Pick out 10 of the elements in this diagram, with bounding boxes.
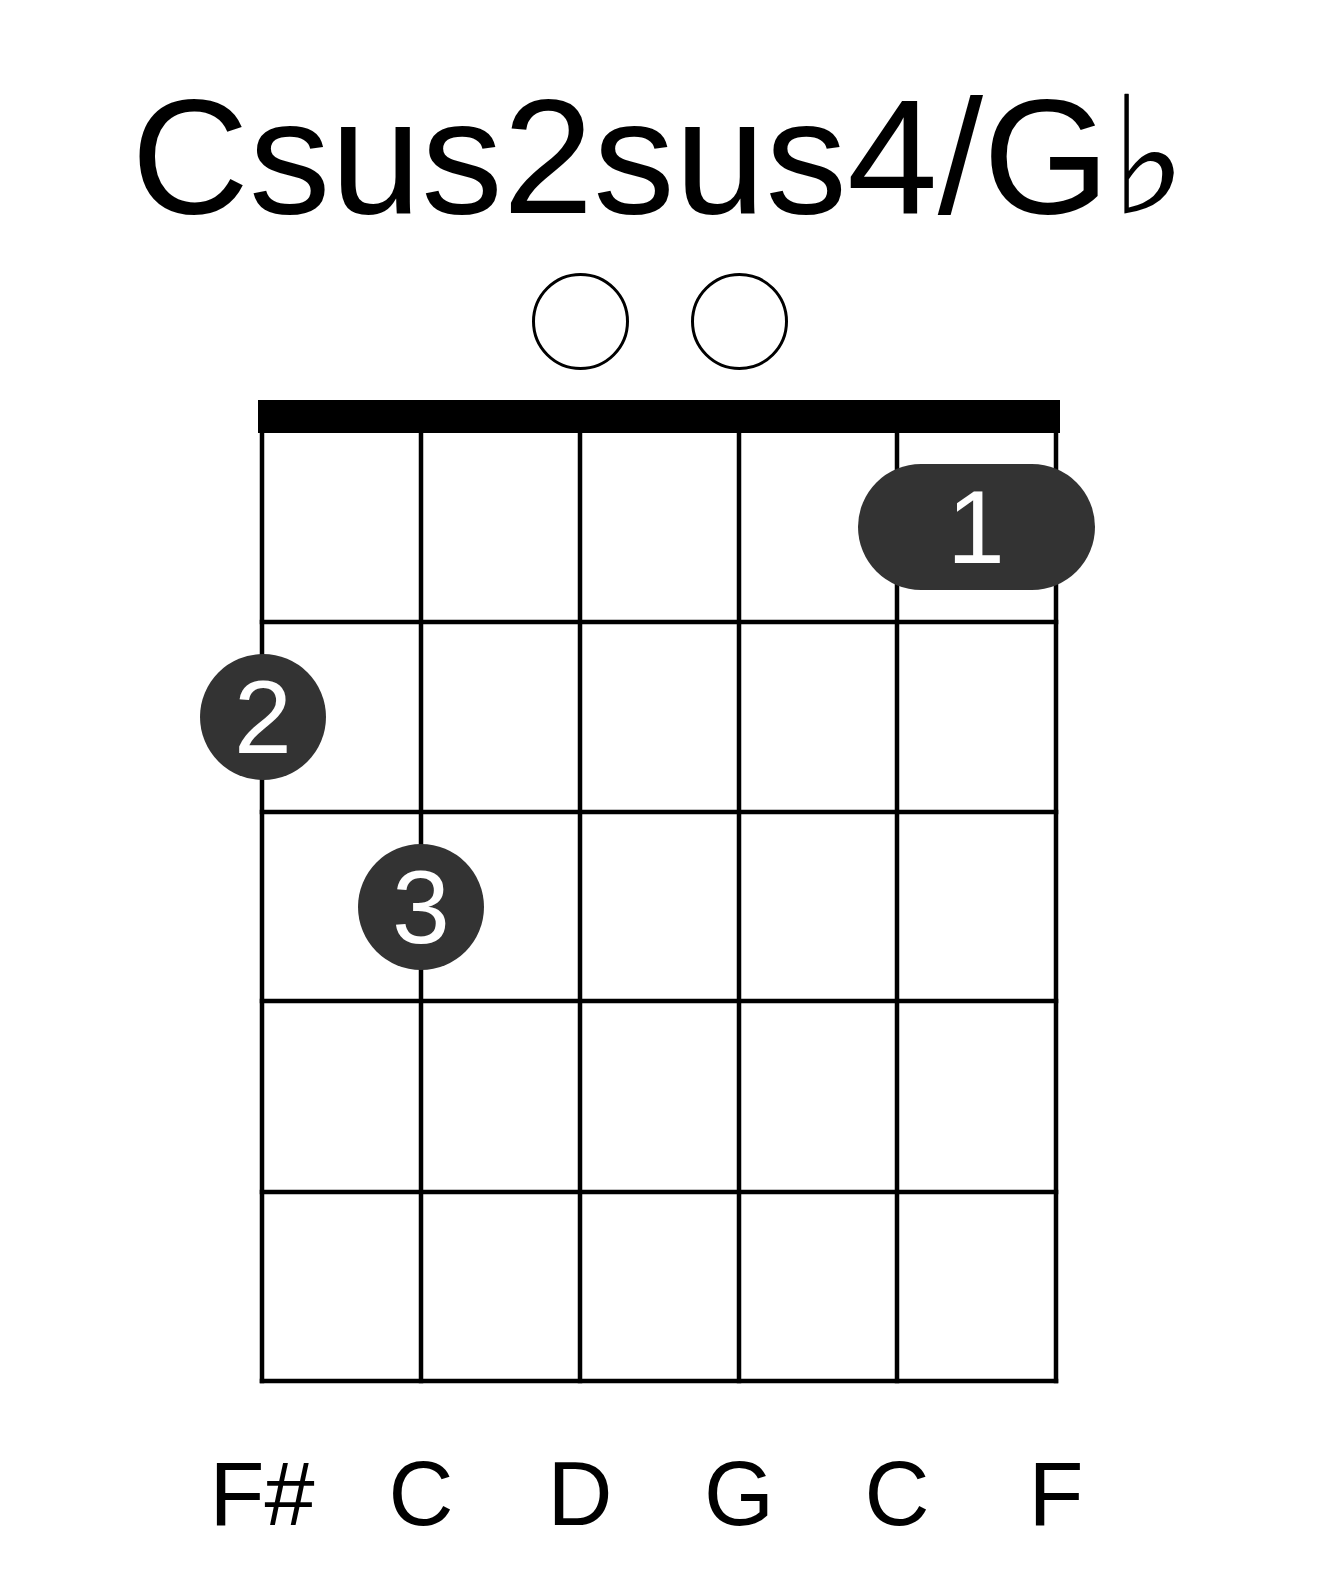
- string-note-label: C: [864, 1443, 930, 1546]
- finger-number: 3: [392, 855, 450, 959]
- string-note-label: F#: [209, 1443, 315, 1546]
- string-note-label: F: [1028, 1443, 1084, 1546]
- chord-title: Csus2sus4/G♭: [131, 64, 1187, 250]
- finger-number: 1: [947, 475, 1005, 579]
- finger-number: 2: [234, 665, 292, 769]
- string-note-label: D: [547, 1443, 613, 1546]
- string-note-label: C: [388, 1443, 454, 1546]
- string-note-label: G: [704, 1443, 774, 1546]
